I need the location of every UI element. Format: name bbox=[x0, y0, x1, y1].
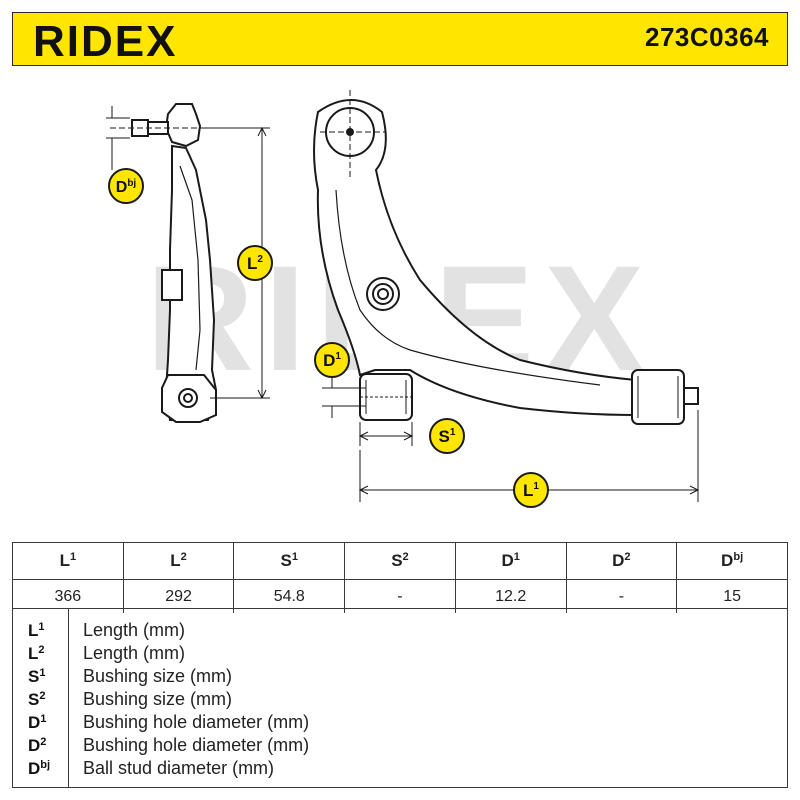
label-s1-base: S bbox=[439, 427, 450, 446]
svg-text:D1: D1 bbox=[323, 351, 341, 370]
label-dbj: Dbj bbox=[108, 168, 144, 204]
legend-symbol: D2 bbox=[28, 735, 47, 755]
spec-value-d1: 12.2 bbox=[454, 579, 567, 613]
label-dbj-base: D bbox=[116, 179, 128, 196]
legend-symbol: S1 bbox=[28, 666, 46, 686]
legend-description: Bushing size (mm) bbox=[83, 666, 233, 686]
arm-bracket bbox=[161, 269, 183, 301]
label-d1-base: D bbox=[323, 351, 335, 370]
spec-header-l1: L1 bbox=[12, 542, 124, 580]
legend-symbol: D1 bbox=[28, 712, 47, 732]
ball-joint bbox=[164, 103, 202, 148]
legend-description: Length (mm) bbox=[83, 643, 186, 663]
spec-value-l2: 292 bbox=[122, 579, 235, 613]
legend-description: Length (mm) bbox=[83, 620, 186, 640]
arm-top-view bbox=[313, 90, 699, 425]
spec-value-dbj: 15 bbox=[676, 579, 788, 613]
arm-side-view bbox=[110, 103, 218, 423]
s1-dimension bbox=[358, 422, 414, 446]
spec-value-s2: - bbox=[344, 579, 456, 613]
legend-description: Bushing hole diameter (mm) bbox=[83, 735, 310, 755]
legend-divider bbox=[68, 609, 69, 787]
spec-value-l1: 366 bbox=[12, 579, 124, 613]
legend-box: L1 Length (mm) L2 Length (mm) S1 Bushing… bbox=[12, 608, 788, 788]
rear-bushing-top bbox=[631, 369, 685, 425]
specs-header-row: L1 L2 S1 S2 D1 D2 Dbj bbox=[12, 542, 788, 580]
dbj-dimension bbox=[106, 106, 130, 170]
label-s1-sup: 1 bbox=[450, 427, 456, 438]
specs-values-row: 366 292 54.8 - 12.2 - 15 bbox=[12, 579, 788, 613]
legend-row-l2: L2 Length (mm) bbox=[13, 642, 787, 665]
legend-symbol: L2 bbox=[28, 643, 45, 663]
svg-text:Dbj: Dbj bbox=[116, 178, 137, 196]
center-hole bbox=[366, 277, 400, 311]
legend-description: Ball stud diameter (mm) bbox=[83, 758, 275, 778]
spec-header-dbj: Dbj bbox=[676, 542, 788, 580]
spec-header-s2: S2 bbox=[344, 542, 456, 580]
label-d1: D1 bbox=[314, 342, 350, 378]
legend-symbol: S2 bbox=[28, 689, 46, 709]
legend-description: Bushing hole diameter (mm) bbox=[83, 712, 310, 732]
legend-row-d2: D2 Bushing hole diameter (mm) bbox=[13, 734, 787, 757]
brand-logo-text: RIDEX bbox=[33, 17, 177, 64]
legend-row-l1: L1 Length (mm) bbox=[13, 619, 787, 642]
label-d1-sup: 1 bbox=[335, 351, 341, 362]
spec-header-l2: L2 bbox=[122, 542, 235, 580]
label-s1: S1 bbox=[429, 418, 465, 454]
legend-description: Bushing size (mm) bbox=[83, 689, 233, 709]
svg-text:L2: L2 bbox=[247, 254, 263, 273]
legend-symbol: L1 bbox=[28, 620, 45, 640]
rear-bushing-hole bbox=[178, 388, 198, 408]
technical-drawing: RIDEX bbox=[106, 90, 700, 508]
label-l1-base: L bbox=[523, 481, 533, 500]
legend-symbol: Dbj bbox=[28, 758, 51, 778]
rear-bushing bbox=[161, 374, 217, 423]
label-l2-base: L bbox=[247, 254, 257, 273]
legend-row-dbj: Dbj Ball stud diameter (mm) bbox=[13, 757, 787, 780]
svg-text:L1: L1 bbox=[523, 481, 539, 500]
spec-header-d1: D1 bbox=[454, 542, 567, 580]
header-bar: RIDEX 273C0364 bbox=[12, 12, 788, 66]
spec-header-d2: D2 bbox=[565, 542, 678, 580]
legend-row-s1: S1 Bushing size (mm) bbox=[13, 665, 787, 688]
specs-table: L1 L2 S1 S2 D1 D2 Dbj 366 292 54.8 - 12.… bbox=[12, 542, 788, 613]
brand-logo: RIDEX bbox=[33, 17, 177, 64]
legend-row-d1: D1 Bushing hole diameter (mm) bbox=[13, 711, 787, 734]
rear-bolt bbox=[683, 387, 699, 405]
spec-header-s1: S1 bbox=[233, 542, 346, 580]
spec-value-d2: - bbox=[565, 579, 678, 613]
label-l2: L2 bbox=[237, 245, 273, 281]
legend-row-s2: S2 Bushing size (mm) bbox=[13, 688, 787, 711]
svg-text:S1: S1 bbox=[439, 427, 456, 446]
part-number: 273C0364 bbox=[645, 22, 769, 52]
label-l2-sup: 2 bbox=[257, 254, 263, 265]
label-l1-sup: 1 bbox=[533, 481, 539, 492]
label-dbj-sup: bj bbox=[127, 178, 136, 189]
label-l1: L1 bbox=[513, 472, 549, 508]
